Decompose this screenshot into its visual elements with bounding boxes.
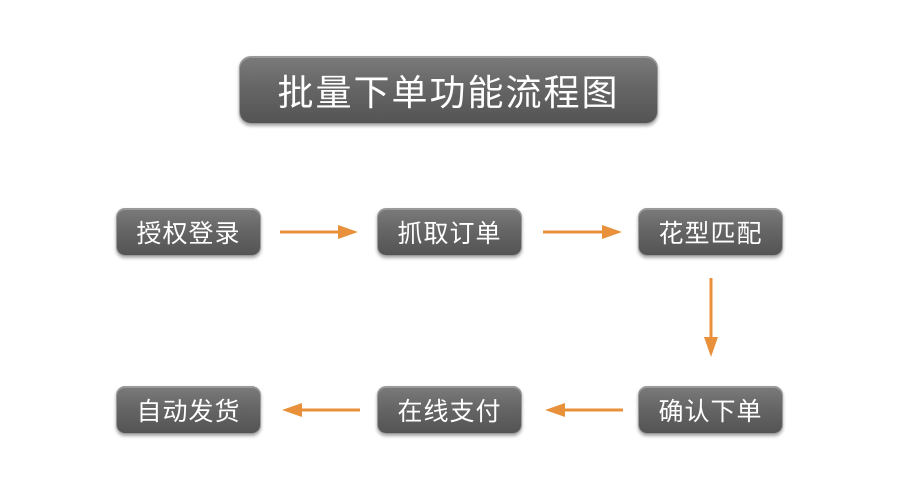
arrow-login-to-fetch bbox=[280, 225, 358, 239]
step-auto-shipping: 自动发货 bbox=[116, 386, 261, 434]
arrow-payment-to-shipping bbox=[282, 403, 360, 417]
step-fetch-orders: 抓取订单 bbox=[377, 208, 522, 256]
step-online-payment: 在线支付 bbox=[377, 386, 522, 434]
arrow-match-to-confirm bbox=[704, 278, 718, 357]
step-confirm-order: 确认下单 bbox=[638, 386, 783, 434]
arrow-fetch-to-match bbox=[543, 225, 622, 239]
step-authorize-login: 授权登录 bbox=[116, 208, 261, 256]
diagram-title: 批量下单功能流程图 bbox=[239, 56, 658, 124]
arrow-confirm-to-payment bbox=[545, 403, 623, 417]
step-pattern-match: 花型匹配 bbox=[638, 208, 783, 256]
